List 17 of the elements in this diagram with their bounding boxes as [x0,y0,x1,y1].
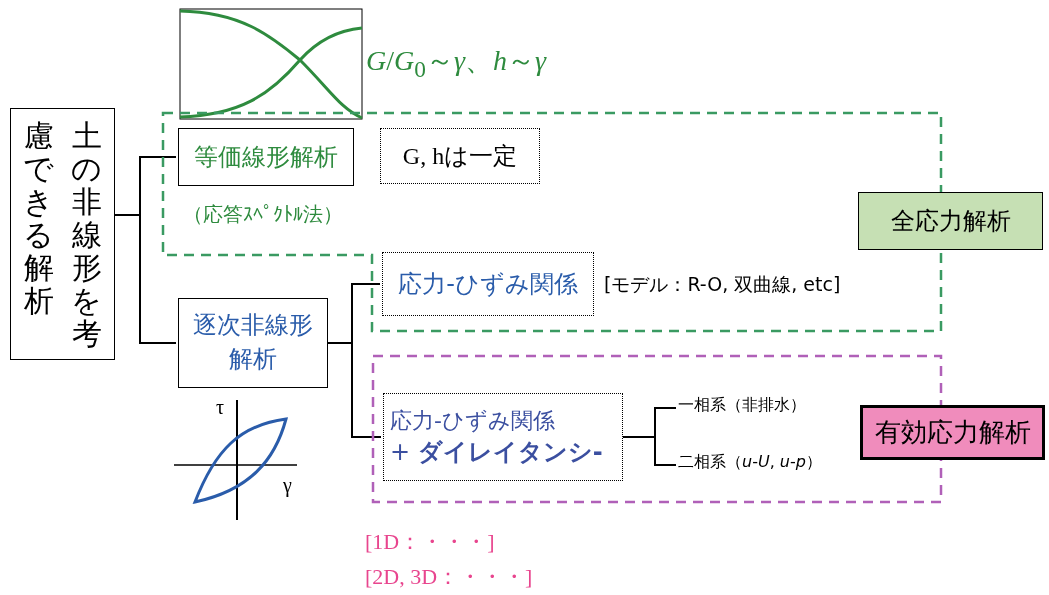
category-box: 全応力解析 [858,192,1043,250]
connector-line [114,214,177,344]
model-note: [モデル：R-O, 双曲線, etc] [604,272,841,297]
process-box: 逐次非線形解析 [178,298,328,388]
axis-label: τ [216,396,225,419]
process-box: 応力-ひずみ関係 + ダイレイタンシ- [383,393,623,481]
axis-label: γ [283,474,292,497]
process-box: 応力-ひずみ関係 [382,252,594,316]
method-note: （応答ｽﾍﾟｸﾄﾙ法） [183,201,343,228]
category-box: 有効応力解析 [860,405,1045,460]
root-box: 土の非線形を考慮できる解析 [10,108,115,360]
process-box: G, hは一定 [380,128,540,184]
program-note: [1D：・・・] [365,528,495,556]
connector-line [622,436,677,466]
curve-label: G/G$_{0}$～γ、h～γ [366,44,546,83]
program-note: [2D, 3D：・・・] [365,563,533,591]
connector-line [327,342,382,438]
